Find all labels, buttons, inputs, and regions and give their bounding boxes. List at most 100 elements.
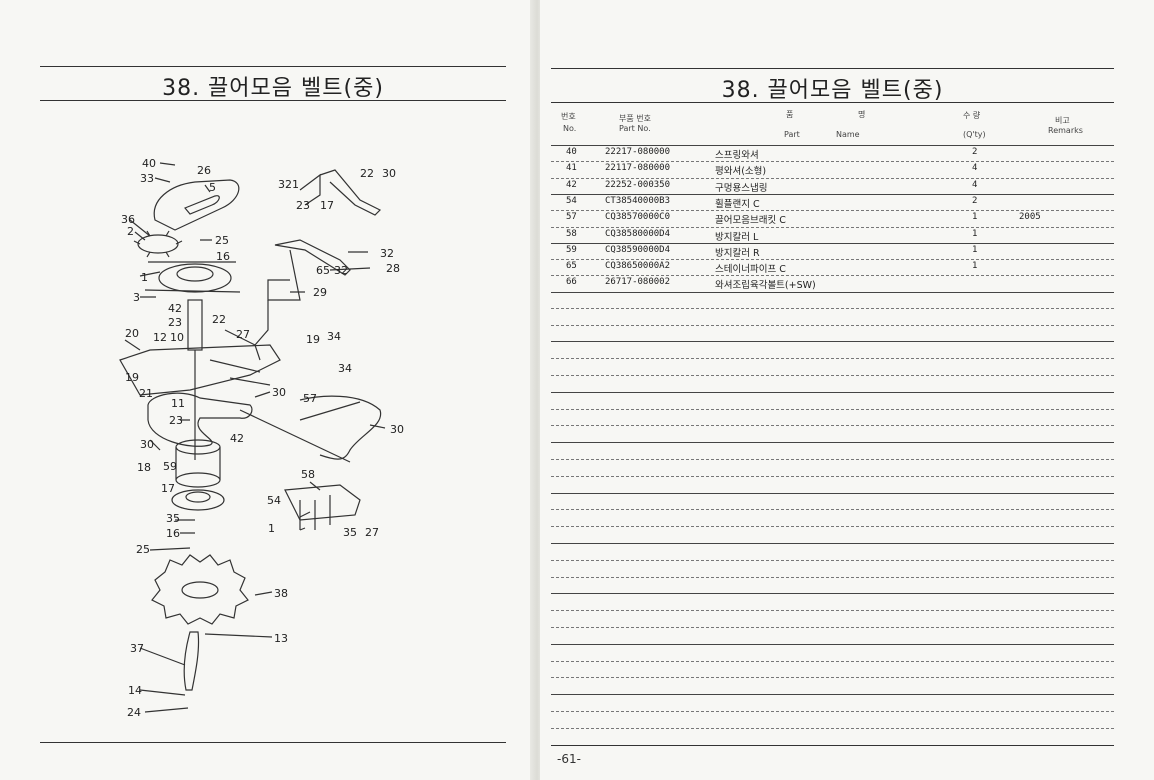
empty-row-rule (551, 324, 1114, 326)
callout-30: 30 (382, 167, 396, 180)
callout-27: 27 (365, 526, 379, 539)
callout-12: 12 (153, 331, 167, 344)
callout-34: 34 (338, 362, 352, 375)
callout-1: 1 (141, 271, 148, 284)
empty-row-rule (551, 391, 1114, 393)
callout-5: 5 (209, 181, 216, 194)
callout-25: 25 (136, 543, 150, 556)
right-title-top-rule (551, 68, 1114, 69)
callout-19: 19 (125, 371, 139, 384)
cell-part_no: CQ38570000C0 (605, 212, 671, 223)
table-row-rule (551, 259, 1114, 261)
header-remarks-ko: 비고 (1055, 116, 1070, 125)
empty-row-rule (551, 593, 1114, 595)
empty-row-rule (551, 458, 1114, 460)
empty-row-rule (551, 341, 1114, 343)
empty-row-rule (551, 307, 1114, 309)
cell-part_no: 22252-000350 (605, 179, 671, 190)
callout-23: 23 (296, 199, 310, 212)
header-part-no-ko: 부품 번호 (619, 114, 651, 123)
callout-19: 19 (306, 333, 320, 346)
empty-row-rule (551, 559, 1114, 561)
callout-28: 28 (386, 262, 400, 275)
callout-58: 58 (301, 468, 315, 481)
cell-no: 65 (566, 261, 577, 272)
cell-name: 와셔조립육각볼트(+SW) (715, 280, 816, 292)
callout-24: 24 (127, 706, 141, 719)
cell-name: 구멍용스냅링 (715, 182, 768, 194)
callout-40: 40 (142, 157, 156, 170)
cell-qty: 1 (972, 228, 978, 239)
callout-1: 1 (268, 522, 275, 535)
callout-2: 2 (127, 225, 134, 238)
header-name-en-1: Part (784, 130, 800, 139)
callout-29: 29 (313, 286, 327, 299)
callout-36: 36 (121, 213, 135, 226)
empty-row-rule (551, 475, 1114, 477)
header-qty-ko: 수 량 (963, 111, 981, 120)
cell-name: 평와셔(소형) (715, 166, 767, 178)
cell-name: 방지칼러 R (715, 247, 760, 259)
cell-part_no: 26717-080002 (605, 277, 671, 288)
cell-part_no: CQ38590000D4 (605, 244, 671, 255)
empty-row-rule (551, 710, 1114, 712)
table-row-rule (551, 291, 1114, 293)
callout-1: 1 (292, 178, 299, 191)
right-title-bottom-rule (551, 102, 1114, 103)
empty-row-rule (551, 425, 1114, 427)
callout-22: 22 (360, 167, 374, 180)
table-row-rule (551, 226, 1114, 228)
callout-17: 17 (161, 482, 175, 495)
table-row-rule (551, 177, 1114, 179)
callout-30: 30 (140, 438, 154, 451)
cell-no: 54 (566, 195, 577, 206)
empty-row-rule (551, 442, 1114, 444)
cell-no: 59 (566, 244, 577, 255)
callout-38: 38 (274, 587, 288, 600)
empty-row-rule (551, 677, 1114, 679)
callout-57: 57 (303, 392, 317, 405)
callout-30: 30 (390, 423, 404, 436)
callout-65: 65 (316, 264, 330, 277)
callout-13: 13 (274, 632, 288, 645)
callout-25: 25 (215, 234, 229, 247)
callout-32: 32 (380, 247, 394, 260)
cell-qty: 1 (972, 261, 978, 272)
cell-part_no: CQ38650000A2 (605, 261, 671, 272)
empty-row-rule (551, 694, 1114, 696)
table-header-rule (551, 145, 1114, 146)
cell-name: 스프링와셔 (715, 150, 759, 161)
callout-22: 22 (212, 313, 226, 326)
callout-16: 16 (166, 527, 180, 540)
right-page-title: 38. 끌어모음 벨트(중) (721, 78, 944, 103)
page-number: -61- (557, 752, 581, 766)
empty-row-rule (551, 542, 1114, 544)
cell-name: 휠플랜지 C (715, 198, 760, 210)
header-no-en: No. (563, 124, 577, 133)
table-row-rule (551, 210, 1114, 212)
cell-qty: 4 (972, 179, 978, 190)
empty-row-rule (551, 643, 1114, 645)
cell-qty: 2 (972, 195, 978, 206)
cell-no: 57 (566, 212, 577, 223)
left-page-title: 38. 끌어모음 벨트(중) (162, 76, 384, 101)
left-title-top-rule (40, 66, 506, 67)
cell-name: 방지칼러 L (715, 231, 759, 243)
callout-32: 32 (278, 178, 292, 191)
empty-row-rule (551, 408, 1114, 410)
table-row-rule (551, 242, 1114, 244)
empty-row-rule (551, 727, 1114, 729)
empty-row-rule (551, 374, 1114, 376)
cell-qty: 4 (972, 163, 978, 174)
cell-no: 42 (566, 179, 577, 190)
header-remarks-en: Remarks (1048, 126, 1083, 135)
callout-35: 35 (343, 526, 357, 539)
callout-17: 17 (320, 199, 334, 212)
header-name-en-2: Name (836, 130, 860, 139)
empty-row-rule (551, 610, 1114, 612)
callout-3: 3 (133, 291, 140, 304)
right-page (540, 0, 1154, 780)
empty-row-rule (551, 509, 1114, 511)
callout-35: 35 (166, 512, 180, 525)
